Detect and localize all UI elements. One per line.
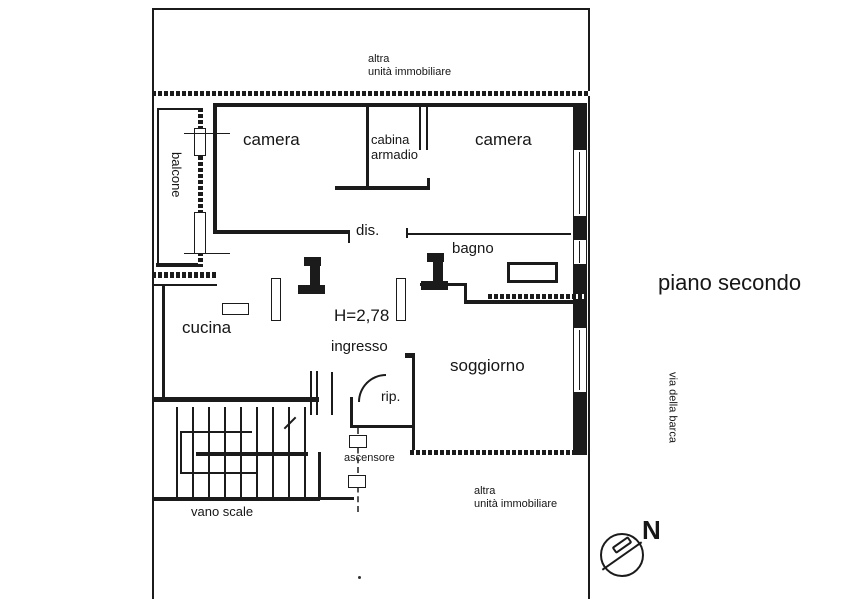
wall-camera-left-west <box>213 103 217 234</box>
room-label-camera-left: camera <box>243 130 300 149</box>
east-wall-segment <box>573 103 587 150</box>
room-label-ascensore: ascensore <box>344 452 395 464</box>
door-jamb-block <box>427 253 444 262</box>
stair-tread <box>192 407 194 498</box>
cucina-wall-west-inner <box>162 286 165 398</box>
room-label-dis: dis. <box>356 222 380 239</box>
room-label-vano-scale: vano scale <box>191 504 254 519</box>
other-unit-bottom-line2: unità immobiliare <box>474 497 558 510</box>
wall-north <box>213 103 585 107</box>
window-pane-line <box>579 152 580 214</box>
other-unit-top-line2: unità immobiliare <box>368 65 452 78</box>
door-jamb <box>348 230 350 243</box>
party-wall-top <box>152 91 590 96</box>
window-pane-line <box>579 241 580 263</box>
window <box>194 128 206 156</box>
scan-speck <box>358 576 361 579</box>
shaft-wall-west <box>318 452 321 500</box>
stair-wall-south <box>152 497 320 501</box>
stair-rail <box>180 431 252 433</box>
wall-south-hall <box>152 397 319 402</box>
cucina-wall-north-inner <box>152 284 217 286</box>
rip-wall-south <box>350 425 415 428</box>
soggiorno-wall-south <box>410 450 575 455</box>
stair-landing-bar <box>196 452 308 456</box>
door-jamb <box>316 371 318 415</box>
soggiorno-wall-step <box>464 283 467 303</box>
shaft-wall-south <box>318 497 354 500</box>
rip-wall-west <box>350 397 353 428</box>
other-unit-top-line1: altra <box>368 53 390 65</box>
bagno-recess-wall <box>507 262 558 265</box>
soggiorno-wall-north <box>464 300 575 304</box>
east-wall-segment <box>573 392 587 455</box>
dis-arrow-tick <box>406 228 408 238</box>
stair-rail <box>180 431 182 474</box>
balcone-wall-bottom <box>156 263 203 267</box>
cabina-wall-south <box>335 186 430 190</box>
street-label: via della barca <box>666 372 679 443</box>
door-jamb-block <box>421 281 448 290</box>
room-label-soggiorno: soggiorno <box>450 356 525 375</box>
cabina-wall-west <box>366 105 369 188</box>
door-frame-column <box>271 278 281 321</box>
ceiling-height-label: H=2,78 <box>334 306 390 325</box>
room-label-camera-right: camera <box>475 130 532 149</box>
cabina-wall-hook <box>427 178 430 188</box>
cabina-wall-east <box>419 105 421 150</box>
door-jamb <box>310 371 312 415</box>
west-wall <box>198 108 203 265</box>
room-label-cucina: cucina <box>182 318 232 337</box>
room-label-ingresso: ingresso <box>331 338 388 355</box>
property-border-top <box>152 8 590 10</box>
room-label-bagno: bagno <box>452 240 494 257</box>
door-jamb-block <box>304 257 321 266</box>
cucina-wall-north <box>152 272 217 278</box>
fixture-marker <box>222 303 249 315</box>
cabina-line2: armadio <box>371 146 418 162</box>
cabina-line1: cabina <box>371 132 410 147</box>
camera-left-wall-south <box>213 230 350 234</box>
stair-tread <box>176 407 178 498</box>
cabina-wall-east <box>426 105 428 150</box>
stair-rail <box>180 472 256 474</box>
stair-direction-arrow <box>283 416 297 430</box>
section-tick <box>184 253 230 254</box>
door-frame-column <box>396 278 406 321</box>
dis-partition-line <box>406 233 571 235</box>
elevator-box <box>348 475 366 488</box>
section-tick <box>184 133 230 134</box>
room-label-rip: rip. <box>381 388 401 404</box>
window <box>194 212 206 254</box>
door-leaf <box>331 372 333 415</box>
bagno-recess-wall <box>507 280 558 283</box>
page-title: piano secondo <box>658 270 802 295</box>
bagno-recess-wall <box>555 262 558 283</box>
compass-north-label: N <box>642 515 661 545</box>
property-border-right <box>588 8 590 599</box>
balcone-wall-top <box>157 108 200 110</box>
bagno-recess-wall <box>507 262 510 283</box>
elevator-box <box>349 435 367 448</box>
door-jamb-block <box>298 285 325 294</box>
shaft-center-line <box>357 428 359 512</box>
room-label-balcone: balcone <box>168 152 184 198</box>
property-border-left <box>152 8 154 599</box>
east-wall-segment <box>573 216 587 240</box>
bagno-wall-south <box>488 294 587 299</box>
door-jamb-block <box>433 261 443 286</box>
soggiorno-wall-west <box>412 356 415 455</box>
door-jamb-block <box>310 265 320 290</box>
other-unit-bottom-line1: altra <box>474 485 496 497</box>
balcone-wall-outer <box>157 108 159 265</box>
window-pane-line <box>579 330 580 390</box>
wall-knob <box>405 353 415 358</box>
